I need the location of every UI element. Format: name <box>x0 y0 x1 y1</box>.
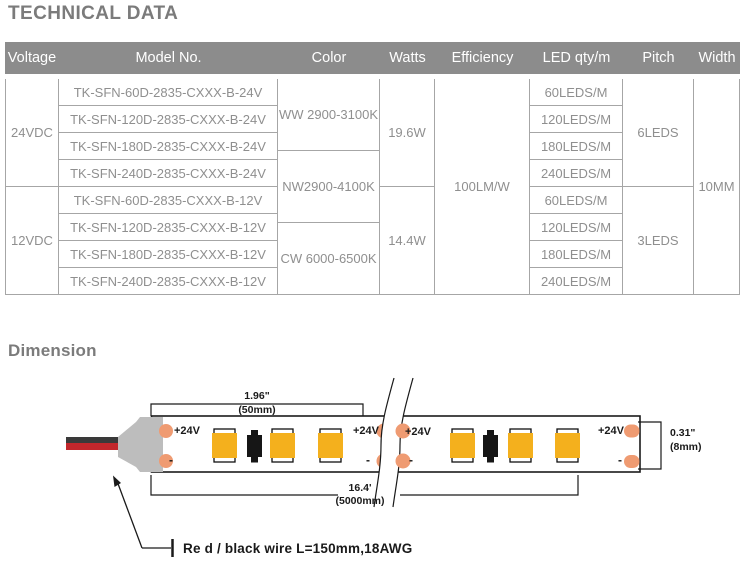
total-length-mm: (5000mm) <box>335 495 385 507</box>
total-length-feet: 16.4' <box>348 482 372 494</box>
strip-width-bracket <box>638 421 662 470</box>
model-cell: TK-SFN-240D-2835-CXXX-B-12V <box>59 268 278 295</box>
led-qty-cell: 60LEDS/M <box>530 187 623 214</box>
wire-connector <box>118 417 163 472</box>
color-range-cell: WW 2900-3100K <box>278 79 380 151</box>
col-header-efficiency: Efficiency <box>435 42 530 74</box>
segment-length-mm: (50mm) <box>238 404 276 416</box>
solder-pads-cut-right <box>395 423 411 469</box>
page-title: TECHNICAL DATA <box>8 3 179 24</box>
led-qty-cell: 60LEDS/M <box>530 79 623 106</box>
model-cell: TK-SFN-60D-2835-CXXX-B-24V <box>59 79 278 106</box>
polarity-minus-label: - <box>409 453 413 467</box>
voltage-cell: 12VDC <box>5 187 59 295</box>
solder-pads-left <box>159 424 173 468</box>
polarity-minus-label: - <box>366 453 370 467</box>
led-qty-cell: 120LEDS/M <box>530 106 623 133</box>
dimension-heading: Dimension <box>8 341 97 360</box>
strip-break-mark <box>373 377 414 508</box>
wire-note: Re d / black wire L=150mm,18AWG <box>183 541 413 556</box>
model-cell: TK-SFN-120D-2835-CXXX-B-12V <box>59 214 278 241</box>
segment-length-bracket <box>150 403 364 416</box>
model-cell: TK-SFN-180D-2835-CXXX-B-24V <box>59 133 278 160</box>
efficiency-cell: 100LM/W <box>435 79 530 295</box>
col-header-color: Color <box>278 42 380 74</box>
col-header-model: Model No. <box>59 42 278 74</box>
led-chips-segment-2 <box>450 428 580 463</box>
resistor-segment-2 <box>483 430 498 463</box>
strip-drawing <box>66 377 662 557</box>
polarity-plus-label: +24V <box>405 426 431 438</box>
pitch-cell: 3LEDS <box>623 187 694 295</box>
led-qty-cell: 180LEDS/M <box>530 133 623 160</box>
strip-width-cell: 10MM <box>694 79 740 295</box>
watts-cell: 19.6W <box>380 79 435 187</box>
watts-cell: 14.4W <box>380 187 435 295</box>
model-cell: TK-SFN-180D-2835-CXXX-B-12V <box>59 241 278 268</box>
strip-width-mm: (8mm) <box>670 441 702 453</box>
col-header-watts: Watts <box>380 42 435 74</box>
total-length-bracket <box>150 475 579 496</box>
polarity-plus-label: +24V <box>174 425 200 437</box>
strip-width-inches: 0.31" <box>670 427 696 439</box>
led-chips-segment-1 <box>212 428 343 463</box>
col-header-led-qty: LED qty/m <box>530 42 623 74</box>
voltage-cell: 24VDC <box>5 79 59 187</box>
dimension-diagram: 1.96" (50mm) 16.4' (5000mm) 0.31" (8mm) … <box>0 375 745 564</box>
col-header-pitch: Pitch <box>623 42 694 74</box>
segment-length-inches: 1.96" <box>244 390 270 402</box>
led-qty-cell: 180LEDS/M <box>530 241 623 268</box>
resistor-segment-1 <box>247 430 262 463</box>
color-range-cell: NW2900-4100K <box>278 151 380 223</box>
led-qty-cell: 120LEDS/M <box>530 214 623 241</box>
pitch-cell: 6LEDS <box>623 79 694 187</box>
model-cell: TK-SFN-60D-2835-CXXX-B-12V <box>59 187 278 214</box>
color-range-cell: CW 6000-6500K <box>278 223 380 295</box>
technical-data-table: Voltage Model No. Color Watts Efficiency… <box>5 42 740 295</box>
led-qty-cell: 240LEDS/M <box>530 268 623 295</box>
model-cell: TK-SFN-240D-2835-CXXX-B-24V <box>59 160 278 187</box>
led-qty-cell: 240LEDS/M <box>530 160 623 187</box>
solder-pads-right <box>624 424 640 468</box>
model-cell: TK-SFN-120D-2835-CXXX-B-24V <box>59 106 278 133</box>
polarity-plus-label: +24V <box>353 425 379 437</box>
wire-note-leader-arrow <box>113 475 174 557</box>
polarity-minus-label: - <box>618 453 622 467</box>
col-header-voltage: Voltage <box>5 42 59 74</box>
polarity-plus-label: +24V <box>598 425 624 437</box>
col-header-width: Width <box>694 42 740 74</box>
polarity-minus-label: - <box>169 453 173 467</box>
